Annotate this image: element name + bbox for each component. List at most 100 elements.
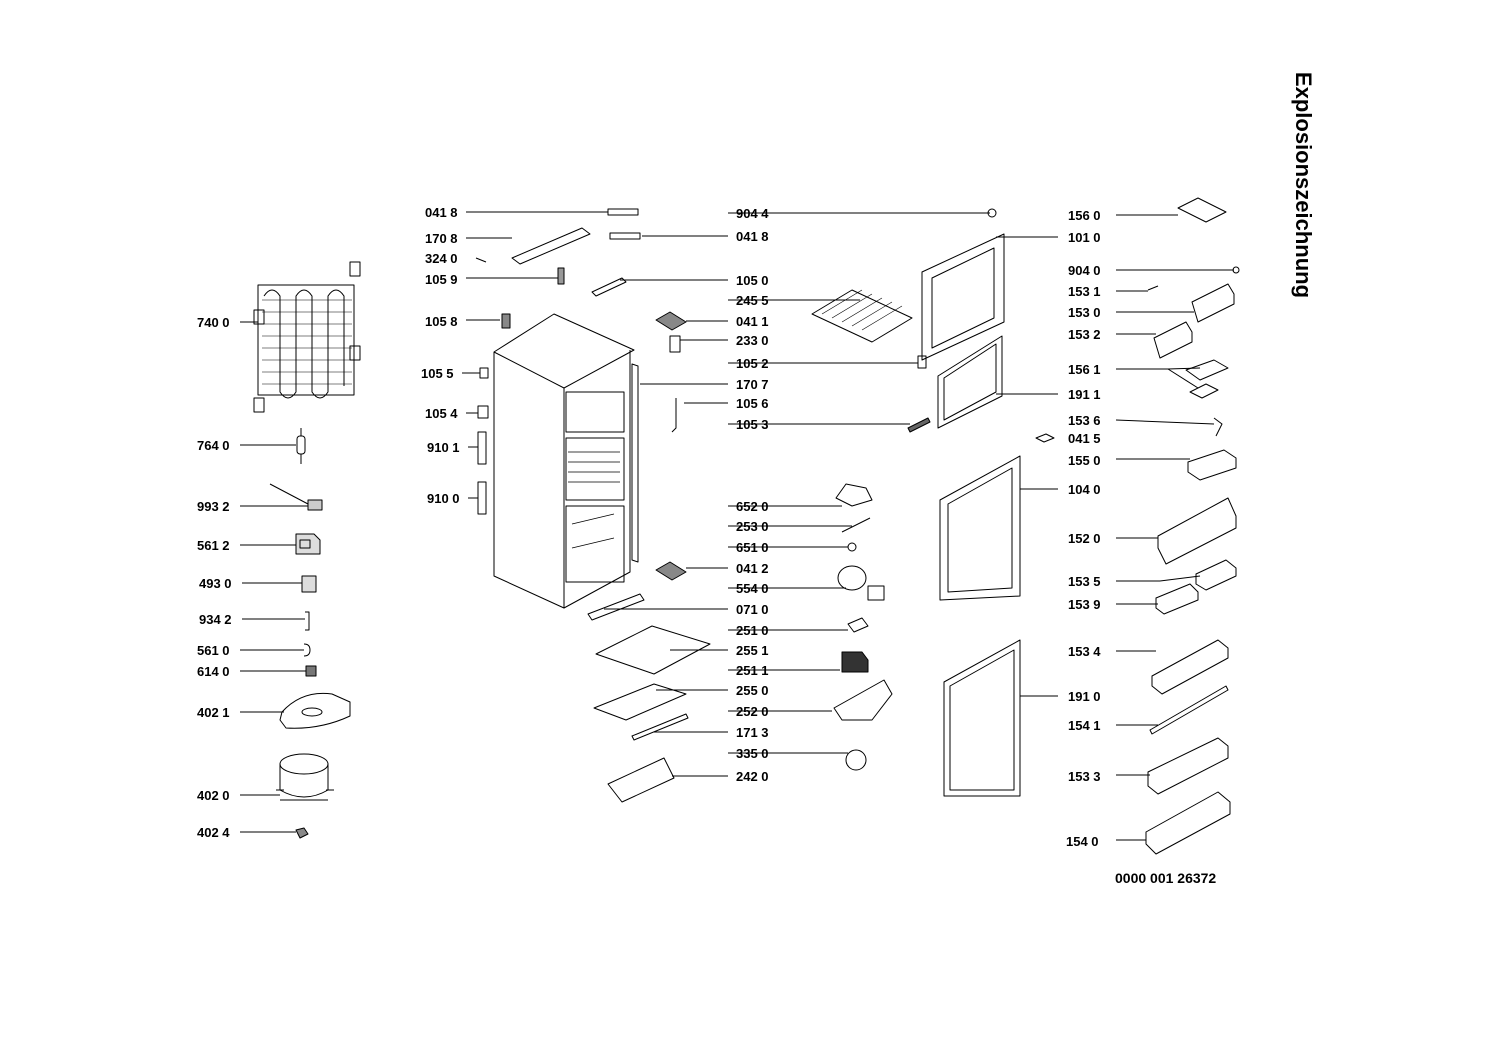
compressor-part xyxy=(276,753,334,801)
label-255-1: 255 1 xyxy=(736,643,769,658)
label-155-0: 155 0 xyxy=(1068,453,1101,468)
glass-shelf-part xyxy=(595,625,711,675)
label-171-3: 171 3 xyxy=(736,725,769,740)
bracket-part-a xyxy=(557,267,565,285)
label-242-0: 242 0 xyxy=(736,769,769,784)
label-105-4: 105 4 xyxy=(425,406,458,421)
hinge-part-middle xyxy=(655,311,687,331)
label-105-5: 105 5 xyxy=(421,366,454,381)
label-561-2: 561 2 xyxy=(197,538,230,553)
label-152-0: 152 0 xyxy=(1068,531,1101,546)
label-402-0: 402 0 xyxy=(197,788,230,803)
handle-part-b xyxy=(477,481,487,515)
seal-part-small xyxy=(907,417,931,433)
handle-part-a xyxy=(477,431,487,465)
hinge-cover-part xyxy=(511,227,591,265)
filter-dryer-part xyxy=(296,428,306,464)
label-910-0: 910 0 xyxy=(427,491,460,506)
thermostat-housing-part xyxy=(295,533,321,555)
spacer-part-a xyxy=(607,208,639,216)
thermostat-sensor-part xyxy=(269,483,323,511)
label-153-2: 153 2 xyxy=(1068,327,1101,342)
fan-part xyxy=(837,565,885,601)
door-shelf-part-c xyxy=(1145,791,1231,855)
thermostat-part xyxy=(835,483,873,507)
hinge-part-top xyxy=(591,277,627,297)
refrigerator-cabinet xyxy=(493,313,635,609)
label-764-0: 764 0 xyxy=(197,438,230,453)
label-101-0: 101 0 xyxy=(1068,230,1101,245)
label-324-0: 324 0 xyxy=(425,251,458,266)
label-153-6: 153 6 xyxy=(1068,413,1101,428)
wheel-part xyxy=(845,749,867,771)
latch-part xyxy=(1213,417,1223,437)
freezer-door-gasket-part xyxy=(937,335,1003,429)
clip-part xyxy=(1147,285,1159,291)
label-993-2: 993 2 xyxy=(197,499,230,514)
label-153-0: 153 0 xyxy=(1068,305,1101,320)
crisper-part xyxy=(607,757,675,803)
label-191-1: 191 1 xyxy=(1068,387,1101,402)
button-part xyxy=(847,542,857,552)
label-255-0: 255 0 xyxy=(736,683,769,698)
shelf-grid-part xyxy=(811,289,913,343)
plug-part-904-4 xyxy=(987,208,997,218)
door-shelf-part-b xyxy=(1147,737,1229,795)
lamp-housing-part xyxy=(841,651,869,673)
label-041-2: 041 2 xyxy=(736,561,769,576)
label-156-0: 156 0 xyxy=(1068,208,1101,223)
wire-clip-part xyxy=(305,611,310,631)
leader-lines xyxy=(240,211,1234,841)
switch-part xyxy=(303,643,311,657)
hinge-pin-part xyxy=(671,398,677,433)
grommet-part xyxy=(295,827,309,839)
condenser-part xyxy=(253,261,361,413)
label-153-3: 153 3 xyxy=(1068,769,1101,784)
label-154-0: 154 0 xyxy=(1066,834,1099,849)
screw-part xyxy=(475,257,487,263)
trim-strip-part xyxy=(631,713,689,741)
label-740-0: 740 0 xyxy=(197,315,230,330)
plug-part xyxy=(479,367,489,379)
knob-part xyxy=(301,575,317,593)
plug-part-904-0 xyxy=(1232,266,1240,274)
label-170-7: 170 7 xyxy=(736,377,769,392)
rail-part xyxy=(587,593,645,621)
label-104-0: 104 0 xyxy=(1068,482,1101,497)
freezer-door-part xyxy=(921,233,1005,361)
label-041-8-b: 041 8 xyxy=(736,229,769,244)
label-402-1: 402 1 xyxy=(197,705,230,720)
label-153-5: 153 5 xyxy=(1068,574,1101,589)
label-493-0: 493 0 xyxy=(199,576,232,591)
lamp-cover-part xyxy=(847,617,869,633)
label-105-0: 105 0 xyxy=(736,273,769,288)
shelf-rail-part xyxy=(1149,685,1229,735)
fridge-door-part xyxy=(939,455,1021,601)
hinge-part-bottom xyxy=(655,561,687,581)
egg-tray-part xyxy=(1187,449,1237,481)
butter-tray-part xyxy=(1153,321,1193,359)
label-934-2: 934 2 xyxy=(199,612,232,627)
bracket-part-b xyxy=(501,313,511,329)
label-156-1: 156 1 xyxy=(1068,362,1101,377)
label-041-1: 041 1 xyxy=(736,314,769,329)
document-number: 0000 001 26372 xyxy=(1115,870,1217,886)
clip-part-041-5 xyxy=(1035,433,1055,443)
label-170-8: 170 8 xyxy=(425,231,458,246)
label-153-4: 153 4 xyxy=(1068,644,1101,659)
duct-part xyxy=(833,679,893,721)
label-105-9: 105 9 xyxy=(425,272,458,287)
label-402-4: 402 4 xyxy=(197,825,230,840)
label-910-1: 910 1 xyxy=(427,440,460,455)
small-shelf-part-a xyxy=(1195,559,1237,591)
label-614-0: 614 0 xyxy=(197,664,230,679)
glass-plate-part xyxy=(593,683,687,721)
diagram-title: Explosionszeichnung xyxy=(1291,71,1316,299)
label-153-1: 153 1 xyxy=(1068,284,1101,299)
egg-insert-part xyxy=(1185,359,1229,381)
label-105-6: 105 6 xyxy=(736,396,769,411)
door-shelf-part-a xyxy=(1151,639,1229,695)
bracket-part-c xyxy=(669,335,681,353)
label-041-8-a: 041 8 xyxy=(425,205,458,220)
